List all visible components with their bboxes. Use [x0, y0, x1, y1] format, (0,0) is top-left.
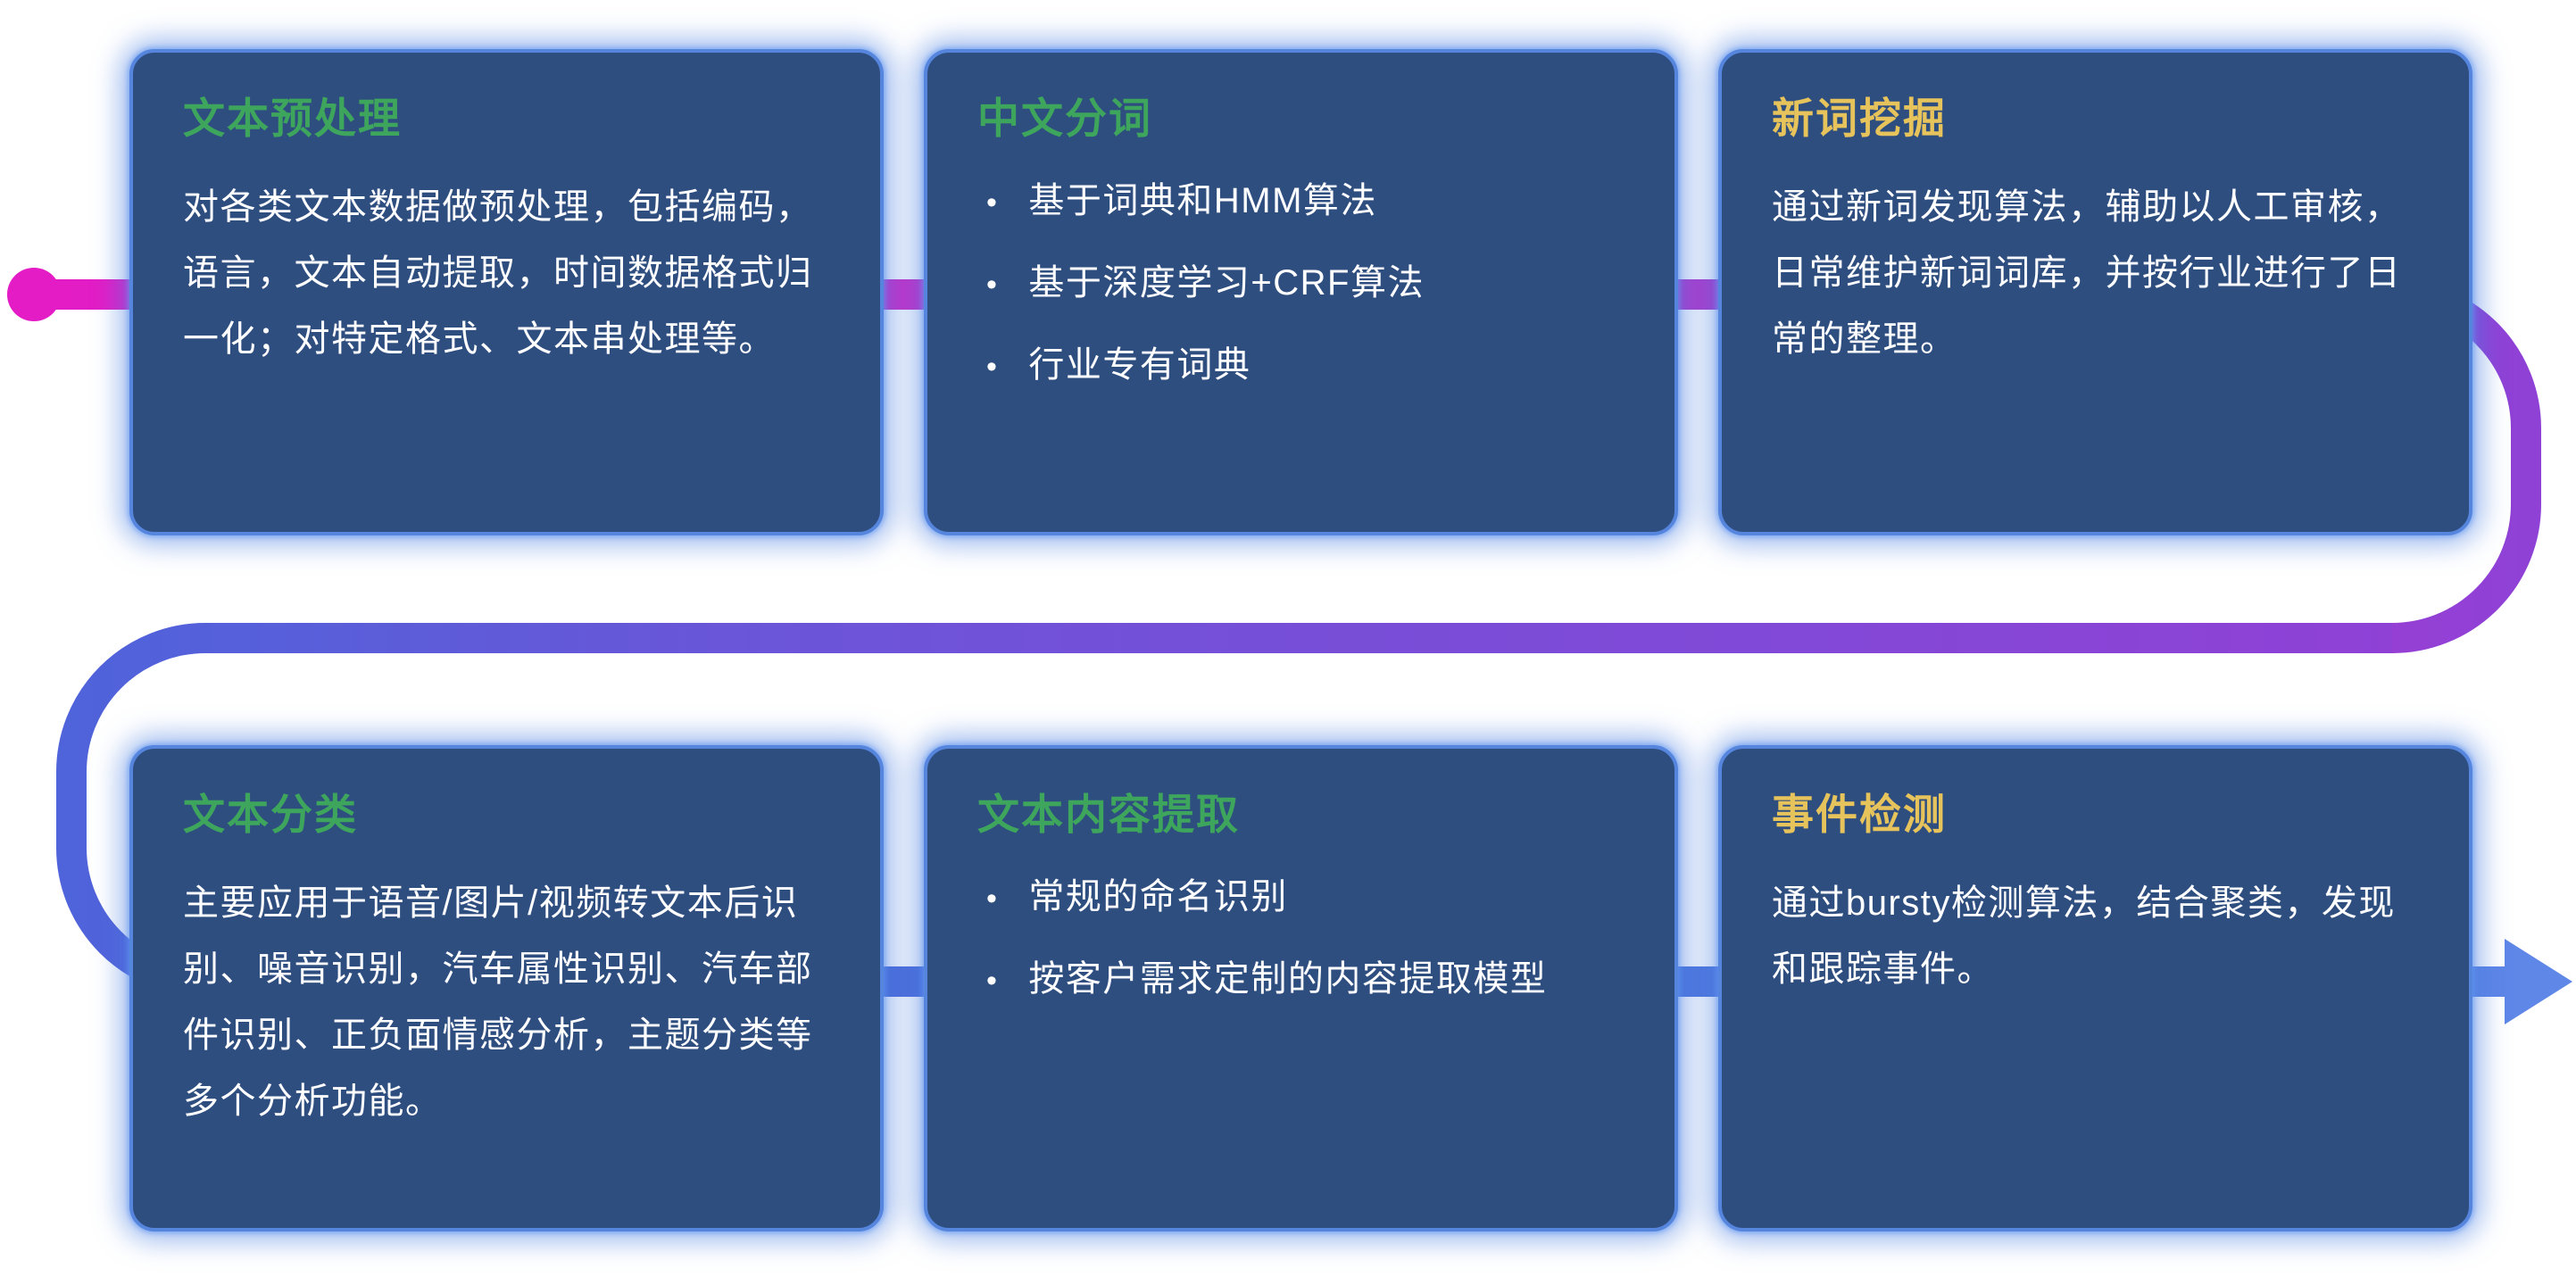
bullet-item: 行业专有词典 [977, 338, 1625, 392]
card-text-content-extraction: 文本内容提取 常规的命名识别 按客户需求定制的内容提取模型 [924, 745, 1678, 1231]
card-text-preprocessing: 文本预处理 对各类文本数据做预处理，包括编码，语言，文本自动提取，时间数据格式归… [129, 49, 884, 535]
card-title: 文本分类 [183, 791, 358, 838]
card-text-classification: 文本分类 主要应用于语音/图片/视频转文本后识别、噪音识别，汽车属性识别、汽车部… [129, 745, 884, 1231]
flow-start-dot [7, 268, 61, 321]
bullet-item: 常规的命名识别 [977, 870, 1625, 924]
bullet-item: 基于深度学习+CRF算法 [977, 256, 1625, 310]
card-title: 事件检测 [1772, 791, 1947, 838]
card-body-text: 通过新词发现算法，辅助以人工审核，日常维护新词词库，并按行业进行了日常的整理。 [1772, 187, 2402, 360]
bullet-item: 基于词典和HMM算法 [977, 174, 1625, 228]
card-body-text: 对各类文本数据做预处理，包括编码，语言，文本自动提取，时间数据格式归一化；对特定… [183, 187, 813, 360]
card-title: 文本内容提取 [977, 791, 1240, 838]
card-chinese-word-segmentation: 中文分词 基于词典和HMM算法 基于深度学习+CRF算法 行业专有词典 [924, 49, 1678, 535]
card-event-detection: 事件检测 通过bursty检测算法，结合聚类，发现和跟踪事件。 [1718, 745, 2472, 1231]
card-new-word-mining: 新词挖掘 通过新词发现算法，辅助以人工审核，日常维护新词词库，并按行业进行了日常… [1718, 49, 2472, 535]
flow-arrow-icon [2505, 939, 2572, 1024]
card-body-text: 通过bursty检测算法，结合聚类，发现和跟踪事件。 [1772, 883, 2396, 990]
card-title: 文本预处理 [183, 95, 402, 142]
card-bullet-list: 常规的命名识别 按客户需求定制的内容提取模型 [977, 870, 1625, 1006]
bullet-item: 按客户需求定制的内容提取模型 [977, 952, 1625, 1006]
card-title: 中文分词 [977, 95, 1152, 142]
card-title: 新词挖掘 [1772, 95, 1947, 142]
card-bullet-list: 基于词典和HMM算法 基于深度学习+CRF算法 行业专有词典 [977, 174, 1625, 392]
card-body-text: 主要应用于语音/图片/视频转文本后识别、噪音识别，汽车属性识别、汽车部件识别、正… [183, 883, 813, 1122]
